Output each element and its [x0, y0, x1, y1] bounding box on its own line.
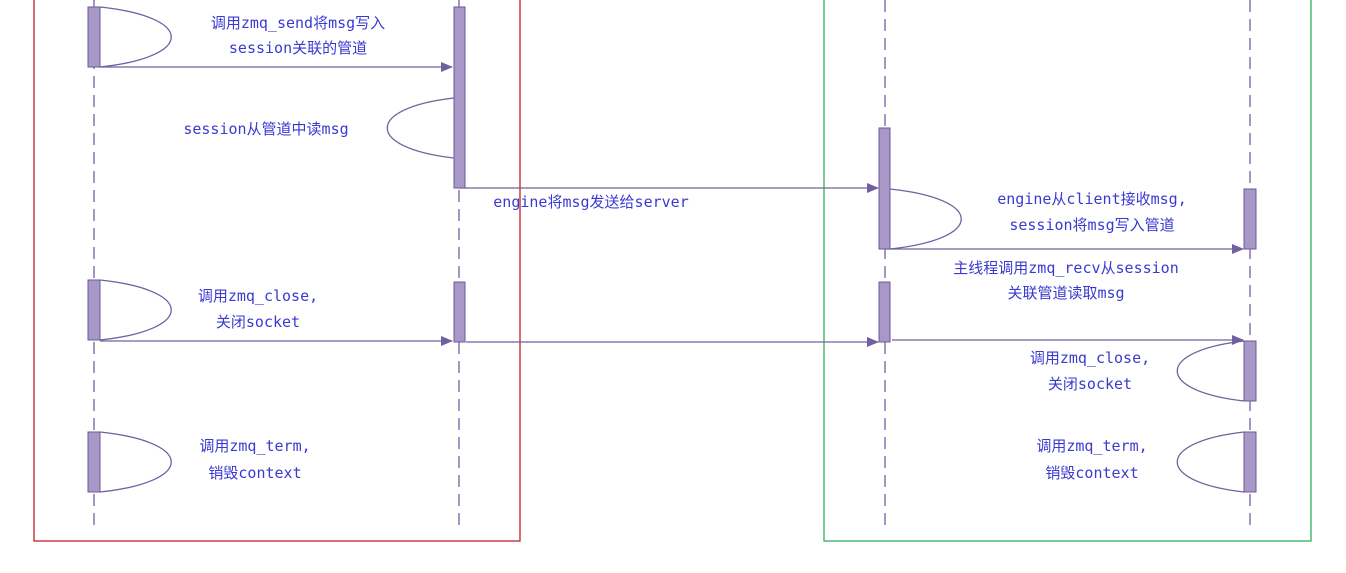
- client-group-frame: [33, 0, 521, 542]
- activation-server-main-term: [1243, 431, 1257, 493]
- label-client-term-line2: 销毁context: [208, 464, 301, 482]
- label-server-close-line2: 关闭socket: [1048, 375, 1132, 393]
- label-engine-send: engine将msg发送给server: [493, 193, 688, 211]
- label-session-read: session从管道中读msg: [183, 120, 348, 138]
- activation-client-term: [87, 431, 101, 493]
- activation-server-main-recv: [1243, 188, 1257, 250]
- server-group-frame: [823, 0, 1312, 542]
- label-client-close-line1: 调用zmq_close,: [198, 287, 318, 305]
- label-main-recv-line1: 主线程调用zmq_recv从session: [953, 259, 1178, 277]
- label-engine-recv-line2: session将msg写入管道: [1009, 216, 1174, 234]
- label-server-term-line1: 调用zmq_term,: [1036, 437, 1147, 455]
- label-server-close-line1: 调用zmq_close,: [1030, 349, 1150, 367]
- self-loop-session-read: [386, 97, 455, 159]
- self-loop-zmq-send: [99, 6, 172, 68]
- label-client-term-line1: 调用zmq_term,: [199, 437, 310, 455]
- activation-client-io-send: [453, 6, 466, 189]
- activation-client-io-close: [453, 281, 466, 343]
- activation-client-send: [87, 6, 101, 68]
- self-loop-server-term: [1176, 431, 1245, 493]
- self-loop-client-term: [99, 431, 172, 493]
- activation-server-main-close: [1243, 340, 1257, 402]
- self-loop-client-close: [99, 279, 172, 341]
- label-zmq-send-line1: 调用zmq_send将msg写入: [211, 14, 385, 32]
- label-zmq-send-line2: session关联的管道: [229, 39, 367, 57]
- label-server-term-line2: 销毁context: [1045, 464, 1138, 482]
- label-main-recv-line2: 关联管道读取msg: [1007, 284, 1124, 302]
- label-client-close-line2: 关闭socket: [216, 313, 300, 331]
- activation-client-close: [87, 279, 101, 341]
- activation-server-io-recv: [878, 127, 891, 250]
- self-loop-engine-recv: [889, 188, 962, 250]
- activation-server-io-close: [878, 281, 891, 343]
- self-loop-server-close: [1176, 340, 1245, 402]
- label-engine-recv-line1: engine从client接收msg,: [997, 190, 1187, 208]
